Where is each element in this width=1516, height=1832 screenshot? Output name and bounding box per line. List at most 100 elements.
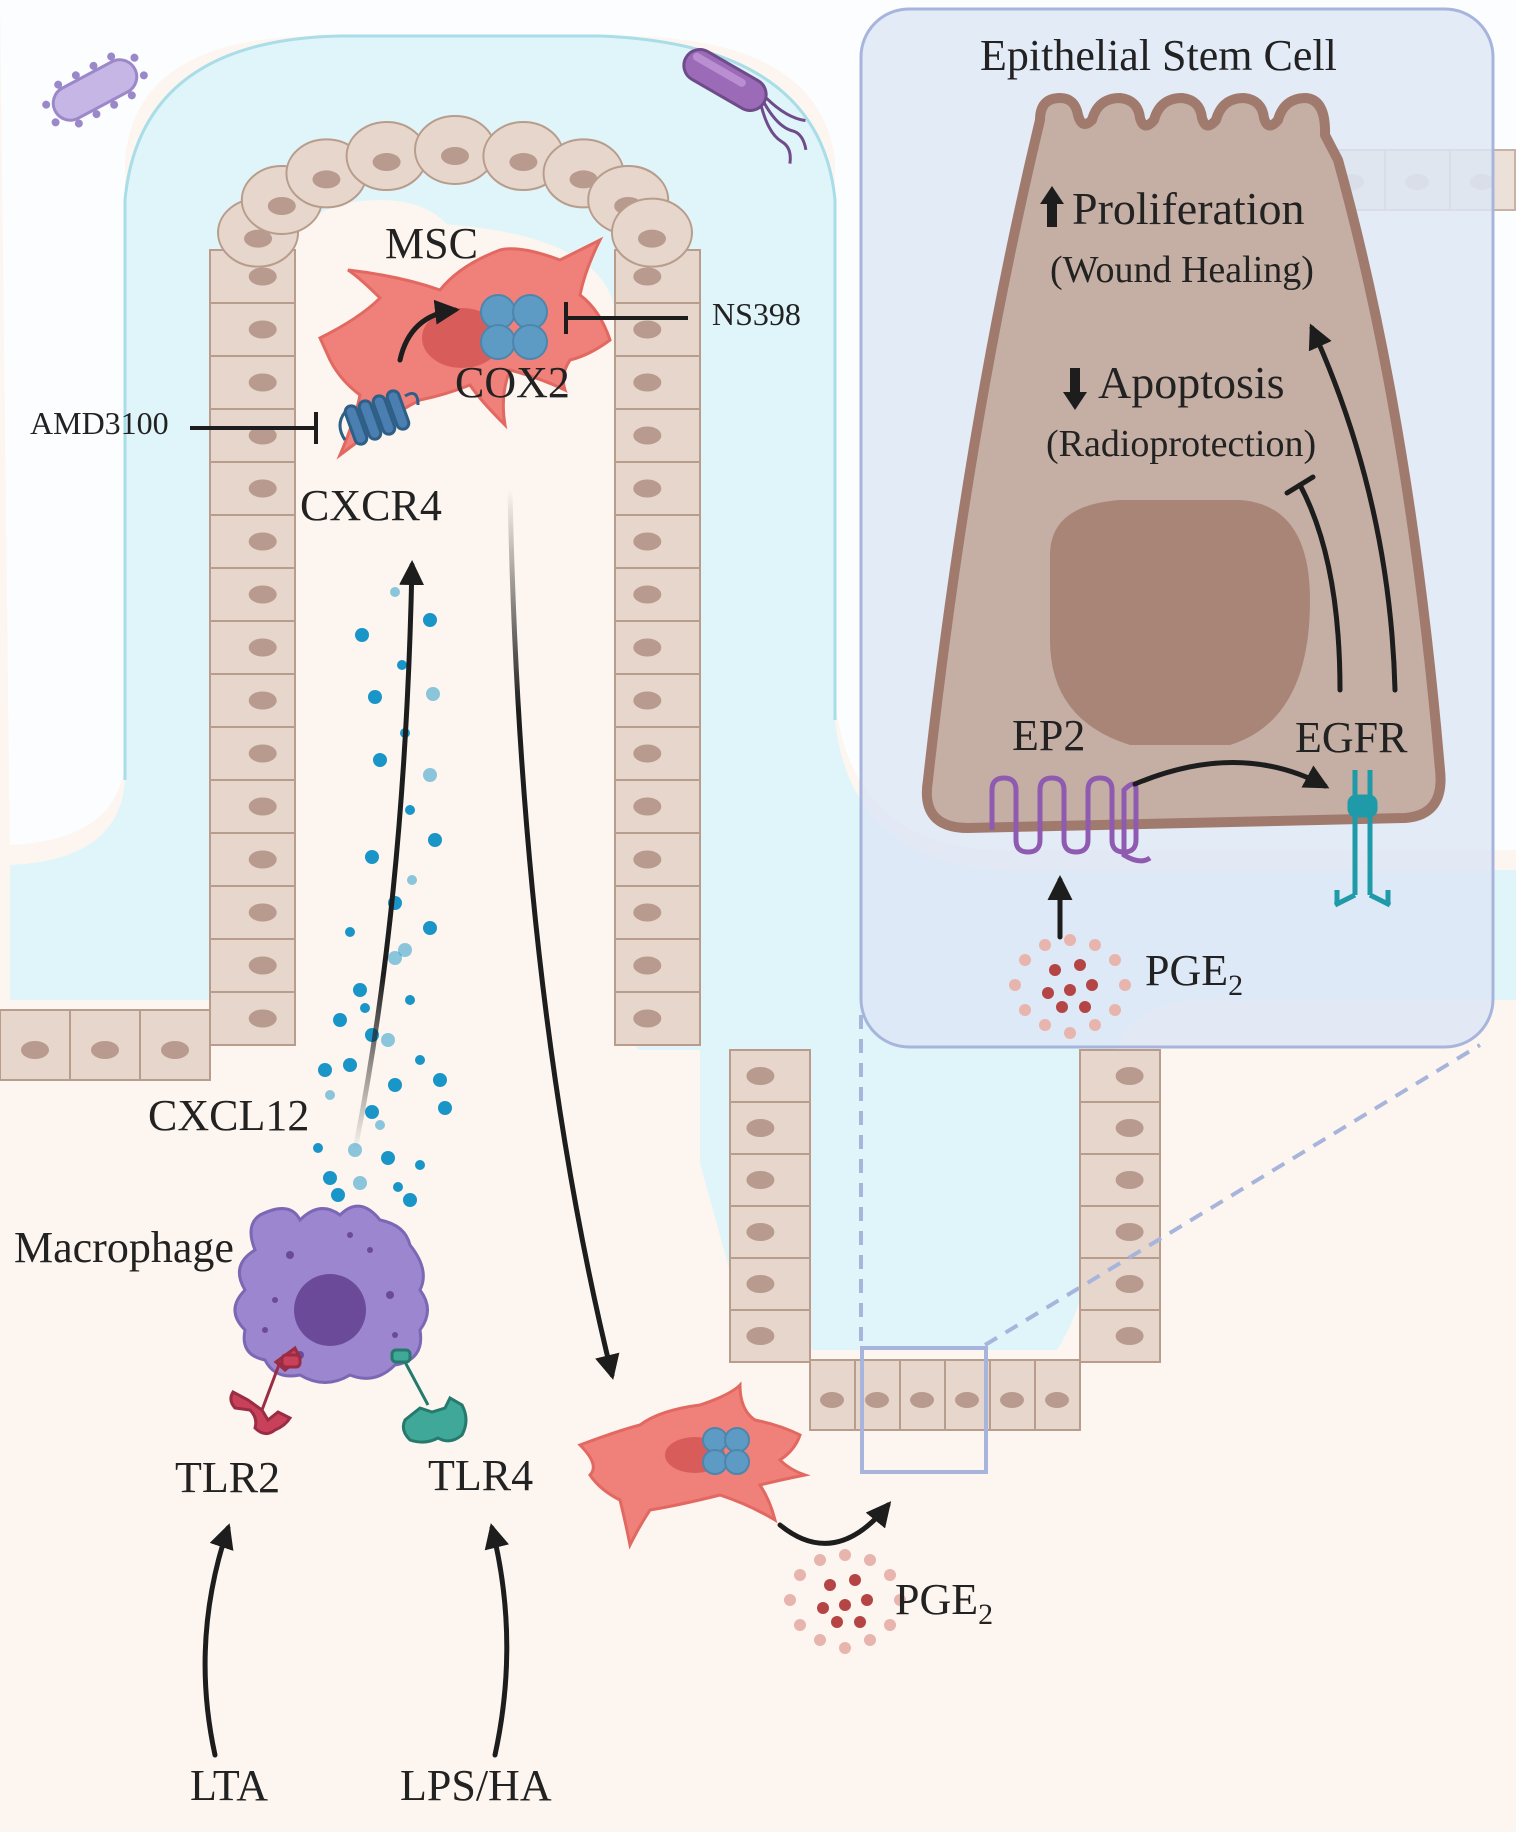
bacterium-icon [682, 48, 808, 164]
lps-ha-label: LPS/HA [400, 1761, 552, 1810]
epithelial-cell [209, 302, 296, 357]
epithelial-cell [809, 1359, 856, 1431]
arrow-down-icon [1063, 368, 1087, 410]
ep2-receptor-icon [989, 775, 1152, 864]
cxcl12-chemokine-dots [313, 587, 452, 1207]
villus-core [0, 222, 1516, 1832]
epithelial-cell [610, 197, 693, 268]
msc-label: MSC [385, 219, 478, 268]
epithelial-cell [729, 1257, 811, 1311]
cxcr4-label: CXCR4 [300, 481, 442, 530]
egfr-to-proliferation-arrow [1308, 323, 1398, 693]
cox2-protein-icon [702, 1427, 750, 1475]
cxcl12-to-cxcr4-arrow [352, 560, 425, 1153]
cox2-protein-icon [480, 294, 548, 360]
epithelial-cell [209, 567, 296, 622]
epithelial-cell [989, 1359, 1036, 1431]
epithelial-cell [209, 991, 296, 1046]
epithelial-cell [614, 408, 701, 463]
epithelial-cell [209, 726, 296, 781]
epithelial-cell [0, 1009, 71, 1081]
epithelial-cell [614, 885, 701, 940]
pge2-dots-inset [1009, 934, 1131, 1039]
bacterium-icon [42, 52, 148, 128]
inhibitor-lines [190, 302, 688, 444]
lta-label: LTA [190, 1761, 268, 1810]
epithelial-cell [1079, 1101, 1161, 1155]
proliferation-label: Proliferation [1072, 183, 1305, 234]
pge2-release-arrow [777, 1501, 892, 1546]
epithelial-stem-cell [921, 93, 1446, 833]
cox2-label: COX2 [455, 358, 570, 407]
epithelial-cell [944, 1359, 991, 1431]
epithelial-cell [414, 115, 496, 185]
apoptosis-label: Apoptosis [1098, 357, 1285, 408]
wound-healing-label: (Wound Healing) [1050, 249, 1314, 291]
epithelial-cell [614, 567, 701, 622]
epithelial-cell [1079, 1257, 1161, 1311]
epithelial-cell [614, 461, 701, 516]
epithelial-cell [209, 673, 296, 728]
epithelial-cell [729, 1309, 811, 1363]
epithelial-cell [139, 1009, 211, 1081]
epithelium [0, 115, 1516, 1431]
epithelial-cell [1079, 1049, 1161, 1103]
epithelial-cell [614, 673, 701, 728]
epithelial-cell [1079, 1153, 1161, 1207]
pge2-label: PGE2 [895, 1575, 993, 1631]
epithelial-cell [729, 1205, 811, 1259]
cxcl12-label: CXCL12 [148, 1091, 309, 1140]
epithelial-cell [209, 514, 296, 569]
macrophage-label: Macrophage [14, 1223, 234, 1272]
epithelial-cell [729, 1101, 811, 1155]
epithelial-cell [614, 779, 701, 834]
zoom-region-box [860, 1346, 988, 1474]
labels: MSC COX2 CXCR4 NS398 AMD3100 CXCL12 Macr… [14, 31, 1408, 1810]
epithelial-cell [614, 832, 701, 887]
lta-to-tlr2-arrow [202, 1523, 234, 1758]
ep2-to-egfr-arrow [1132, 760, 1330, 789]
inset-title: Epithelial Stem Cell [980, 31, 1337, 80]
egfr-label: EGFR [1295, 713, 1408, 762]
tlr4-label: TLR4 [428, 1451, 533, 1500]
tlr4-receptor-icon [390, 1348, 468, 1444]
radioprotection-label: (Radioprotection) [1046, 423, 1316, 465]
epithelial-cell [209, 938, 296, 993]
epithelial-cell [899, 1359, 946, 1431]
egfr-receptor-icon [1333, 770, 1392, 908]
epithelial-cell [1079, 1205, 1161, 1259]
epithelial-cell [209, 620, 296, 675]
msc-cell-migrated [577, 1381, 811, 1550]
epithelial-cell [614, 726, 701, 781]
epithelial-cell [729, 1153, 811, 1207]
epithelial-cell [614, 938, 701, 993]
inhibition-bar-icon [1284, 474, 1316, 496]
ns398-label: NS398 [712, 296, 801, 332]
epithelial-cell [614, 355, 701, 410]
cxcr4-receptor-icon [338, 389, 420, 446]
epithelial-cell [614, 620, 701, 675]
epithelial-cell [209, 779, 296, 834]
epithelial-cell [729, 1049, 811, 1103]
ep2-label: EP2 [1012, 711, 1085, 760]
msc-internal-arrow [397, 299, 460, 363]
zoom-lines [859, 1015, 1482, 1350]
epithelial-cell [614, 514, 701, 569]
epithelial-cell [209, 885, 296, 940]
epithelial-cell [209, 461, 296, 516]
epithelial-cell [209, 408, 296, 463]
tlr2-receptor-icon [229, 1345, 302, 1435]
msc-migration-arrow [507, 487, 620, 1380]
amd3100-label: AMD3100 [30, 405, 169, 441]
arrows [202, 299, 1398, 1758]
pge2-dots [784, 1549, 906, 1654]
epithelial-cell [209, 832, 296, 887]
epithelial-cell [1034, 1359, 1081, 1431]
tlr2-label: TLR2 [175, 1453, 280, 1502]
epithelial-cell [614, 991, 701, 1046]
lps-to-tlr4-arrow [484, 1523, 510, 1758]
egfr-to-apoptosis-inhibition [1297, 482, 1343, 693]
epithelial-cell [614, 302, 701, 357]
